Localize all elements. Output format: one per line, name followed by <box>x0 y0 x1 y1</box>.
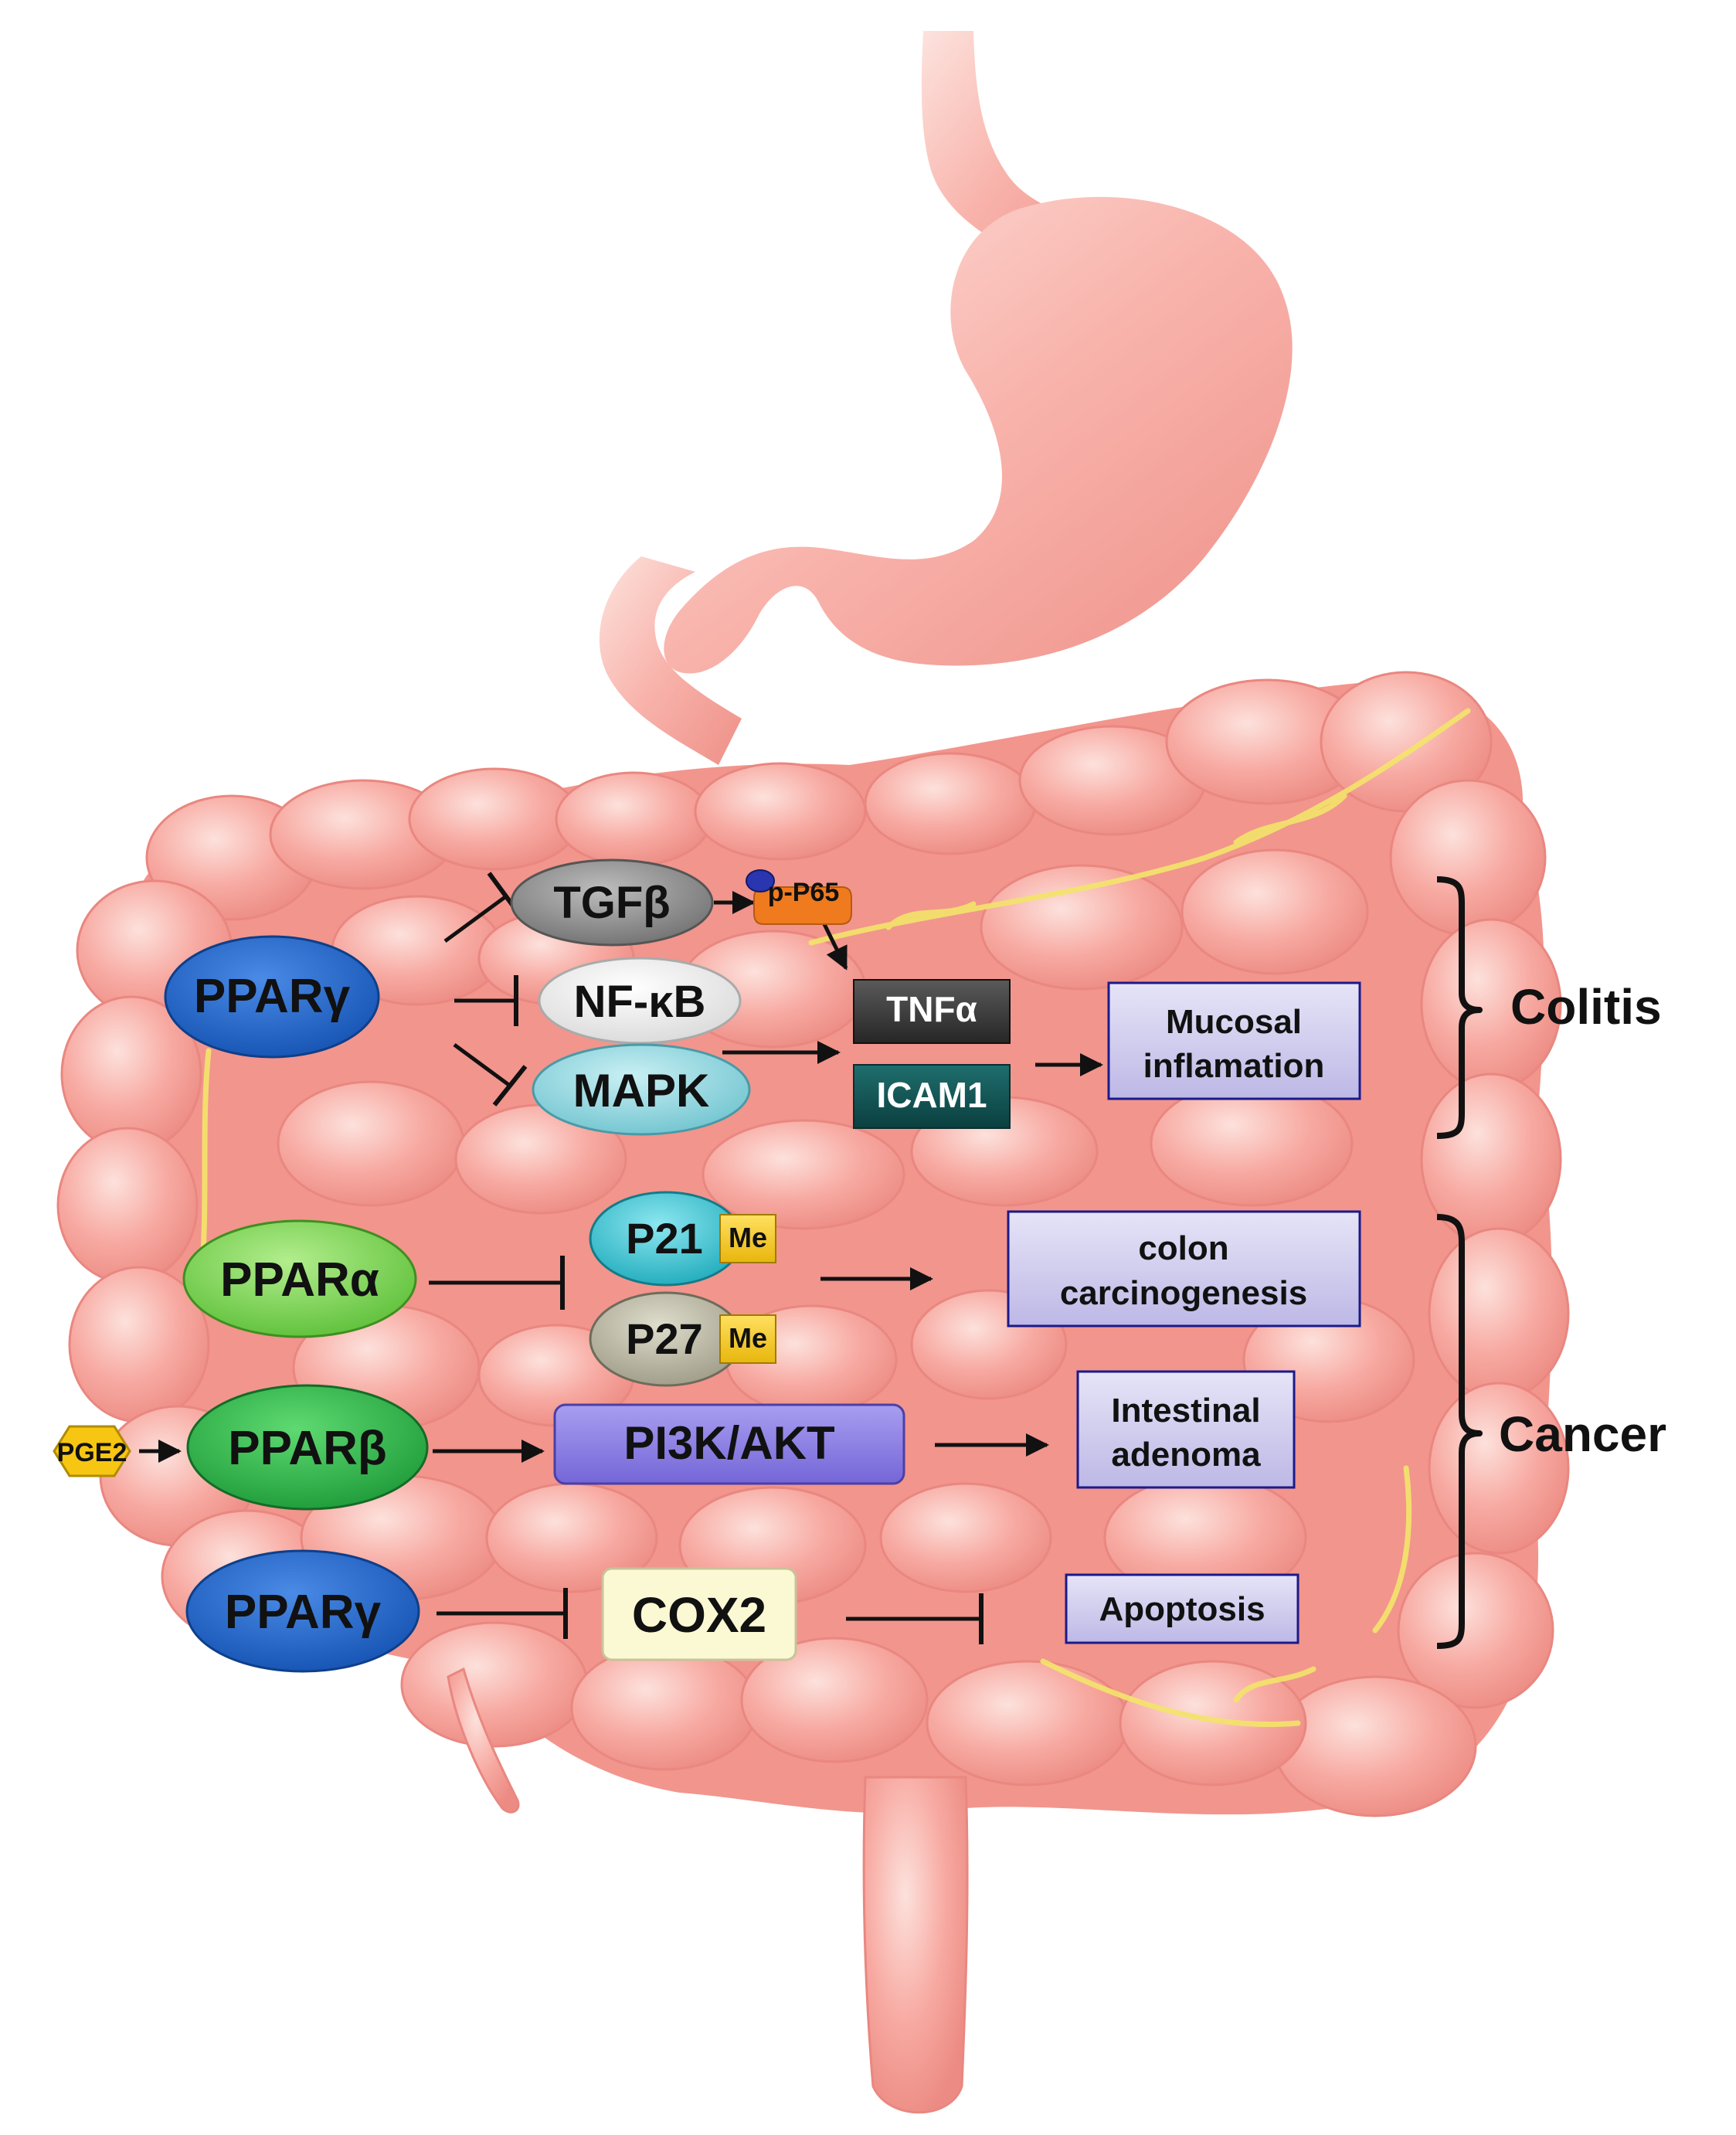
pi3k-akt-label: PI3K/AKT <box>623 1417 834 1469</box>
cox2-node: COX2 <box>601 1567 797 1661</box>
intestine-loop <box>702 1119 905 1230</box>
apoptosis-box: Apoptosis <box>1065 1573 1299 1644</box>
intestine-loop <box>408 767 581 871</box>
tgfb-node: TGFβ <box>510 858 714 947</box>
mucosal-inflammation-line-2: inflamation <box>1143 1047 1325 1085</box>
intestine-loop <box>1181 848 1369 975</box>
p21-me-label: Me <box>729 1222 767 1253</box>
p27-me-label: Me <box>729 1322 767 1354</box>
ppar-gamma-1-label: PPARγ <box>194 970 351 1023</box>
intestine-loop <box>56 1127 199 1284</box>
nfkb-node: NF-κB <box>538 957 742 1045</box>
colon-carcinogenesis-line-1: colon <box>1138 1229 1228 1267</box>
intestine-loop <box>1389 779 1547 937</box>
group-braces <box>1436 876 1483 1649</box>
mucosal-inflammation-line-1: Mucosal <box>1166 1003 1302 1041</box>
p27-node: P27 Me <box>589 1291 776 1387</box>
mapk-node: MAPK <box>532 1043 751 1136</box>
intestinal-adenoma-line-1: Intestinal <box>1111 1392 1260 1430</box>
appendix <box>447 1667 520 1814</box>
stomach <box>664 196 1293 674</box>
inhibit-bar-mapk <box>492 1065 528 1107</box>
cancer-brace <box>1436 1214 1483 1649</box>
ppar-alpha-label: PPARα <box>220 1253 379 1307</box>
p-p65-node: p-P65 <box>746 869 852 925</box>
mapk-label: MAPK <box>573 1065 710 1117</box>
nfkb-label: NF-κB <box>574 977 706 1027</box>
node-layer: PPARγ TGFβ p-P65 NF-κB MAPK TNFα <box>53 858 1666 1673</box>
intestine-loop <box>926 1660 1130 1787</box>
intestine-loop <box>1273 1675 1477 1817</box>
ppar-alpha-node: PPARα <box>182 1219 417 1338</box>
tnfa-node: TNFα <box>853 979 1011 1044</box>
icam1-label: ICAM1 <box>876 1075 987 1115</box>
inhibit-ppargamma-mapk <box>453 1042 511 1088</box>
intestine-loop <box>1428 1227 1570 1400</box>
p21-label: P21 <box>626 1214 703 1263</box>
intestine-loop <box>740 1637 929 1763</box>
pathway-connectors <box>139 872 1103 1644</box>
colon-carcinogenesis-line-2: carcinogenesis <box>1060 1274 1307 1312</box>
ppar-beta-label: PPARβ <box>228 1422 387 1475</box>
intestine-loop <box>1119 1660 1307 1787</box>
tnfa-label: TNFα <box>886 989 977 1029</box>
intestine-loop <box>570 1644 759 1771</box>
phospho-icon <box>746 869 775 892</box>
p27-label: P27 <box>626 1314 703 1363</box>
colitis-label: Colitis <box>1510 979 1662 1035</box>
pi3k-akt-node: PI3K/AKT <box>553 1403 905 1485</box>
intestine-loop <box>864 752 1037 855</box>
intestinal-adenoma-box: Intestinal adenoma <box>1076 1370 1296 1489</box>
colitis-brace <box>1436 876 1483 1139</box>
pge2-node: PGE2 <box>53 1425 131 1477</box>
intestine-loop <box>980 864 1184 991</box>
p-p65-label: p-P65 <box>768 878 840 907</box>
intestine-loop <box>400 1621 589 1748</box>
ppar-gamma-1-node: PPARγ <box>164 935 380 1059</box>
inhibit-ppargamma-tgfb <box>443 894 508 943</box>
cancer-label: Cancer <box>1499 1406 1666 1462</box>
p21-node: P21 Me <box>589 1191 776 1287</box>
apoptosis-label: Apoptosis <box>1099 1590 1265 1628</box>
mucosal-inflammation-box: Mucosal inflamation <box>1107 981 1361 1100</box>
duodenum <box>599 556 742 765</box>
pge2-label: PGE2 <box>57 1438 127 1467</box>
intestine-loop <box>879 1482 1052 1593</box>
icam1-node: ICAM1 <box>853 1064 1011 1129</box>
intestine-loop <box>555 771 712 867</box>
ppar-beta-node: PPARβ <box>186 1384 429 1511</box>
intestine-loop <box>1397 1552 1554 1709</box>
ppar-gamma-2-node: PPARγ <box>185 1549 420 1673</box>
intestine-loop <box>277 1080 465 1207</box>
intestinal-adenoma-line-2: adenoma <box>1111 1436 1261 1474</box>
intestine-loop <box>1150 1080 1354 1207</box>
tgfb-label: TGFβ <box>553 878 670 928</box>
colon-carcinogenesis-box: colon carcinogenesis <box>1007 1210 1361 1328</box>
ppar-gamma-2-label: PPARγ <box>225 1586 382 1639</box>
arrow-pp65-tnfa <box>820 920 848 971</box>
cox2-label: COX2 <box>632 1587 766 1643</box>
rectum <box>862 1776 969 2114</box>
intestine-loop <box>694 762 867 861</box>
